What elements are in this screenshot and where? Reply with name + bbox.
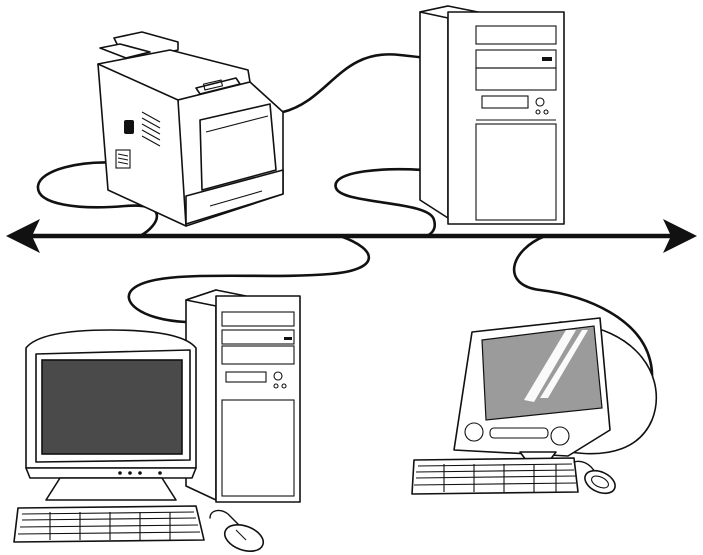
imac-icon [412,318,656,498]
desktop-screen [42,360,182,454]
network-backbone [6,219,697,253]
printer-icon [98,32,283,226]
desktop-keyboard-icon [14,506,204,542]
desktop-mouse-icon [210,511,267,555]
imac-keyboard-icon [412,458,578,494]
printer-logo [124,120,134,134]
desktop-pc-icon [14,290,300,555]
imac-mouse-icon [574,461,619,498]
server-tower-icon [420,6,564,224]
